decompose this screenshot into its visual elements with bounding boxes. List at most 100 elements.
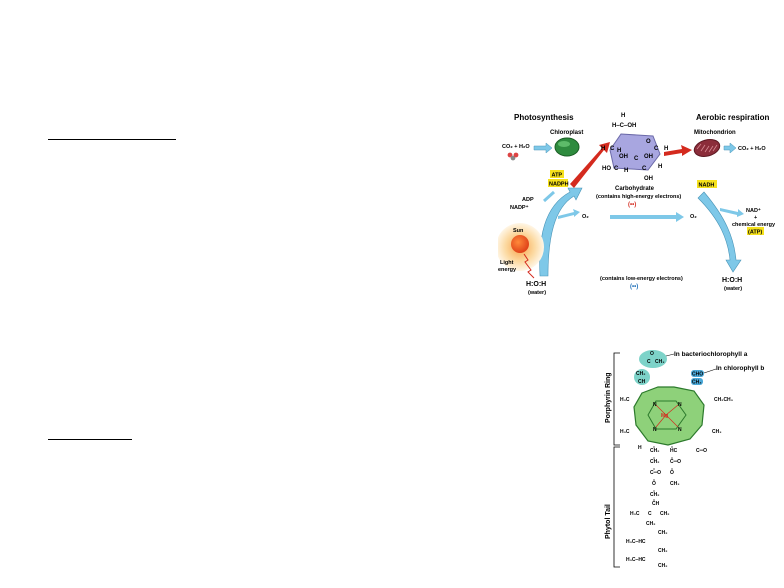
atom-h3c-1: H₃C	[620, 397, 630, 403]
mg-bonds	[655, 404, 679, 428]
bacteriochlorophyll-label: In bacteriochlorophyll a	[674, 351, 748, 358]
carb-hcoh: H‒C‒OH	[612, 123, 636, 129]
atom-mg: Mg	[661, 413, 668, 419]
chloroplast-icon	[554, 137, 580, 157]
chlorophyll-structure-diagram: Porphyrin Ring Phytol Tail O C CH₃ In ba…	[605, 350, 764, 569]
atom-c-top: C	[647, 359, 651, 365]
atom-hc: HC	[670, 448, 678, 454]
cho-tag-box	[691, 370, 704, 377]
respiration-title: Aerobic respiration	[696, 113, 769, 122]
atom-co-2: C═O	[670, 459, 681, 465]
light-zigzag-icon	[523, 253, 535, 279]
atom-c-2: C	[648, 511, 652, 517]
atom-n-4: N	[653, 427, 657, 433]
carb-atom-h3: H	[617, 148, 621, 154]
nad-arrow	[720, 208, 744, 217]
atp-output-box	[747, 227, 764, 235]
mitochondrion-icon	[693, 139, 721, 157]
carb-atom-c2: C	[654, 146, 659, 152]
co2-out-arrow	[723, 142, 737, 154]
o2-left-label: O₂	[582, 214, 589, 220]
chloroplast-label: Chloroplast	[550, 130, 583, 136]
atom-n-3: N	[678, 427, 682, 433]
plus-sign: +	[754, 215, 757, 221]
atom-ch3-right: CH₃	[712, 429, 722, 435]
carb-atom-o: O	[646, 139, 651, 145]
carb-atom-c4: C	[614, 166, 619, 172]
atom-ch-1: CH	[638, 379, 646, 385]
atom-cho: CHO	[692, 372, 703, 378]
nadp-label: NADP⁺	[510, 204, 529, 211]
porphyrin-bracket	[613, 352, 620, 446]
sun-icon	[511, 235, 529, 253]
red-arrow-to-carbohydrate	[570, 142, 610, 188]
atom-h3c-2: H₃C	[620, 429, 630, 435]
chlorophyll-b-label: In chlorophyll b	[716, 365, 764, 372]
nadph-tag-box	[548, 179, 568, 187]
carb-atom-h1: H	[601, 146, 605, 152]
carb-atom-c3: C	[634, 156, 639, 162]
atom-n-2: N	[678, 402, 682, 408]
atom-ch3-top: CH₃	[655, 359, 665, 365]
atom-o-1: O	[670, 470, 674, 476]
water-formula-right: H:O:H	[722, 277, 742, 284]
water-label-right: (water)	[724, 286, 742, 292]
nadh-tag: NADH	[699, 183, 715, 189]
light-energy-label-2: energy	[498, 267, 517, 273]
carb-atom-oh2: OH	[644, 154, 653, 160]
respiration-co2-h2o: CO₂ + H₂O	[738, 146, 766, 152]
porphyrin-ring-shape	[633, 386, 705, 446]
light-energy-label-1: Light	[500, 260, 514, 266]
atom-ch2-4: CH₂	[650, 492, 659, 498]
atom-n-1: N	[653, 402, 657, 408]
tail-bonds	[653, 446, 673, 501]
atom-ch-2: CH	[652, 501, 660, 507]
photosynthesis-respiration-diagram: Photosynthesis Aerobic respiration Chlor…	[498, 113, 776, 296]
carbohydrate-electrons: (••)	[628, 202, 636, 208]
atom-ch2-7: CH₂	[658, 530, 667, 536]
red-arrow-to-mitochondrion	[664, 145, 692, 156]
phytol-tail-label: Phytol Tail	[605, 504, 612, 539]
atom-ch2-5: CH₂	[660, 511, 669, 517]
carbohydrate-ring	[609, 133, 661, 171]
ch3-tag-box	[691, 378, 703, 385]
chlorophyll-b-pointer	[703, 368, 717, 374]
low-energy-text: (contains low-energy electrons)	[600, 276, 683, 282]
atom-h-tail: H	[638, 445, 642, 451]
low-energy-electrons: (••)	[630, 284, 638, 290]
mitochondrion-label: Mitochondrion	[694, 130, 736, 136]
carb-atom-oh1: OH	[619, 154, 628, 160]
porphyrin-inner	[647, 400, 687, 430]
atp-tag-box	[550, 170, 564, 178]
atom-hc-long-2: H₃C‒HC	[626, 557, 646, 563]
adp-arrow	[542, 190, 556, 203]
atom-o-top: O	[650, 351, 654, 357]
water-formula-left: H:O:H	[526, 281, 546, 288]
chemical-energy-label: chemical energy	[732, 222, 776, 228]
atom-ch2-3: CH₂	[650, 459, 659, 465]
atom-ch2ch3: CH₂CH₃	[714, 397, 734, 403]
porphyrin-ring-label: Porphyrin Ring	[605, 372, 612, 423]
carbohydrate-subtitle: (contains high-energy electrons)	[596, 194, 681, 200]
water-down-arrow	[697, 191, 742, 273]
bacterio-pointer	[665, 353, 675, 357]
atom-ch2-2: CH₂	[650, 448, 659, 454]
ch2-ch-highlight	[634, 369, 650, 385]
atp-tag: ATP	[552, 173, 563, 179]
heading-underline-1	[48, 139, 176, 140]
carbohydrate-name: Carbohydrate	[615, 186, 655, 192]
adp-label: ADP	[522, 197, 534, 203]
atom-hc-long-1: H₃C‒HC	[626, 539, 646, 545]
co2-in-arrow	[533, 142, 553, 154]
atom-ch2-6: CH₂	[646, 521, 655, 527]
nadh-tag-box	[697, 180, 717, 188]
o2-left-arrow	[558, 209, 580, 219]
photosynthesis-title: Photosynthesis	[514, 113, 574, 122]
atom-ch2-8: CH₂	[658, 548, 667, 554]
atom-ch2-1: CH₂	[636, 371, 645, 377]
atom-h3c-3: H₃C	[630, 511, 640, 517]
carb-atom-ho: HO	[602, 166, 611, 172]
carb-atom-h2: H	[664, 146, 668, 152]
water-label-left: (water)	[528, 290, 546, 296]
carb-atom-h5: H	[658, 164, 662, 170]
